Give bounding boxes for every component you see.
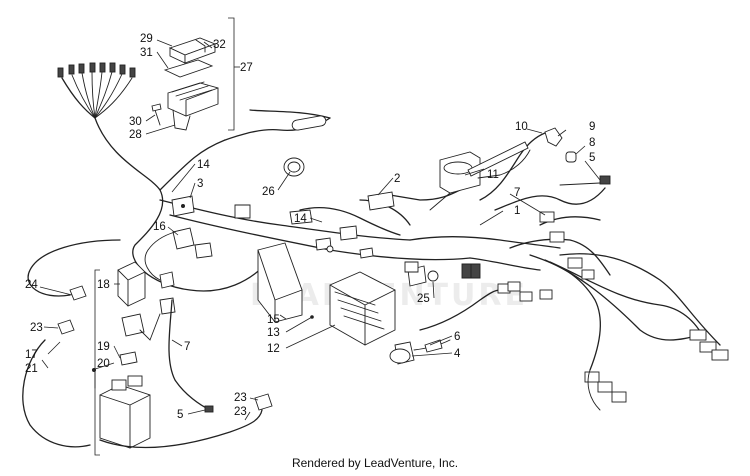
pigtail-bundle: [57, 62, 136, 119]
leader-lines: [39, 39, 601, 421]
callout-29: 29: [140, 33, 153, 45]
callout-27: 27: [240, 62, 253, 74]
callout-10: 10: [515, 121, 528, 133]
callout-24: 24: [25, 279, 38, 291]
callout-32: 32: [213, 39, 226, 51]
callout-5-upper: 5: [589, 152, 595, 164]
callout-2: 2: [394, 173, 400, 185]
center-components: [171, 191, 481, 287]
callout-9: 9: [589, 121, 595, 133]
misc-parts: [283, 157, 511, 365]
credit-footer: Rendered by LeadVenture, Inc.: [291, 456, 459, 470]
callout-18: 18: [97, 279, 110, 291]
callout-30: 30: [129, 116, 142, 128]
callout-1: 1: [514, 205, 520, 217]
callout-labels: 29 31 32 27 30 28 14 3 26 2 10 9 8 5 11 …: [25, 33, 595, 421]
fuse-box-assembly: [151, 37, 219, 131]
callout-23-left: 23: [30, 322, 43, 334]
callout-25: 25: [417, 293, 430, 305]
callout-7-upper: 7: [514, 187, 520, 199]
callout-20: 20: [97, 358, 110, 370]
callout-26: 26: [262, 186, 275, 198]
callout-7-lower: 7: [184, 341, 190, 353]
callout-21: 21: [25, 363, 38, 375]
callout-12: 12: [267, 343, 280, 355]
cdi-and-regulator: [257, 242, 396, 346]
callout-3: 3: [197, 178, 203, 190]
callout-19: 19: [97, 341, 110, 353]
callout-4: 4: [454, 348, 461, 360]
callout-14-lower: 14: [294, 213, 307, 225]
right-connectors: [507, 211, 729, 411]
callout-23-lower: 23: [234, 392, 247, 404]
callout-6: 6: [454, 331, 460, 343]
callout-22: 23: [234, 406, 247, 418]
starter-relay-group: [92, 227, 213, 449]
callout-17: 17: [25, 349, 38, 361]
callout-14-upper: 14: [197, 159, 210, 171]
callout-15: 15: [267, 314, 280, 326]
battery-cables: [22, 231, 273, 449]
callout-11: 11: [487, 169, 499, 181]
callout-31: 31: [140, 47, 153, 59]
callout-28: 28: [129, 129, 142, 141]
callout-13: 13: [267, 327, 280, 339]
callout-16: 16: [153, 221, 166, 233]
callout-8: 8: [589, 137, 595, 149]
ignition-coil: [429, 127, 611, 211]
callout-5-lower: 5: [177, 409, 183, 421]
